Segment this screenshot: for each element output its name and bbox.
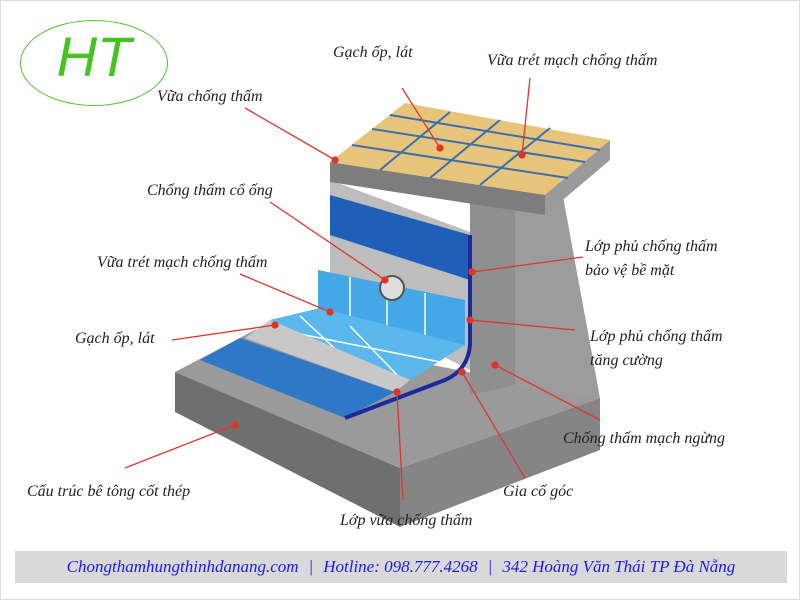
label-corner: Gia cố góc bbox=[503, 483, 574, 500]
floor-blue-layer bbox=[200, 338, 395, 418]
label-grout-wall: Vữa trét mạch chống thấm bbox=[97, 254, 268, 271]
footer-address: 342 Hoàng Văn Thái TP Đà Nẵng bbox=[502, 557, 736, 576]
label-reinforce-coat-1: Lớp phủ chống thấm bbox=[590, 328, 723, 345]
label-reinforce-coat-2: tăng cường bbox=[590, 352, 663, 369]
footer-separator: | bbox=[308, 557, 314, 576]
label-mortar-top: Vữa chống thấm bbox=[157, 88, 263, 105]
floor-mortar bbox=[245, 320, 410, 392]
base-slab-side bbox=[400, 398, 600, 527]
leader-lines bbox=[124, 77, 601, 501]
label-joint: Chống thấm mạch ngừng bbox=[563, 430, 726, 447]
footer-separator: | bbox=[487, 557, 493, 576]
label-tile-floor: Gạch ốp, lát bbox=[75, 330, 155, 347]
wall-side bbox=[515, 180, 600, 398]
wall-membrane-blue bbox=[330, 195, 470, 280]
base-slab-front bbox=[175, 372, 400, 527]
ht-logo: HT bbox=[20, 20, 168, 106]
wall-front bbox=[470, 190, 515, 395]
label-tile-top: Gạch ốp, lát bbox=[333, 44, 413, 61]
label-surface-coat-1: Lớp phủ chống thấm bbox=[585, 238, 718, 255]
membrane-line bbox=[344, 235, 472, 420]
footer-hotline: Hotline: 098.777.4268 bbox=[323, 557, 478, 576]
footer-banner: Chongthamhungthinhdanang.com | Hotline: … bbox=[15, 551, 787, 583]
label-pipe-collar: Chống thấm cổ ống bbox=[147, 182, 273, 199]
label-surface-coat-2: bảo vệ bề mặt bbox=[585, 262, 675, 279]
footer-website: Chongthamhungthinhdanang.com bbox=[66, 557, 299, 576]
top-slab-thickness bbox=[330, 162, 545, 215]
label-mortar-layer: Lớp vữa chống thấm bbox=[340, 512, 473, 529]
top-tiles bbox=[330, 103, 610, 195]
label-concrete: Cấu trúc bê tông cốt thép bbox=[27, 483, 191, 500]
wall-tiles bbox=[318, 270, 465, 345]
label-grout-top: Vữa trét mạch chống thấm bbox=[487, 52, 658, 69]
top-tile-grout bbox=[351, 111, 601, 186]
top-slab-side bbox=[545, 140, 610, 215]
logo-text: HT bbox=[56, 25, 132, 88]
